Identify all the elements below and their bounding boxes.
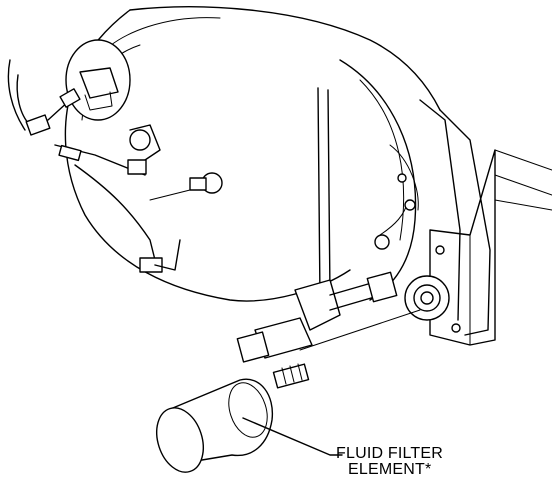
filter-adapter-nipple	[272, 363, 310, 389]
callout-leader-line	[242, 417, 343, 456]
tube-fittings	[7, 59, 223, 273]
callout-line-2: ELEMENT*	[348, 461, 432, 478]
fluid-filter-element	[156, 378, 274, 473]
callout-label: FLUID FILTER ELEMENT*	[336, 446, 536, 478]
cooler-line	[236, 87, 421, 363]
callout-line-1: FLUID FILTER	[336, 445, 444, 462]
mounting-flange	[404, 149, 552, 346]
top-plug	[65, 39, 131, 121]
